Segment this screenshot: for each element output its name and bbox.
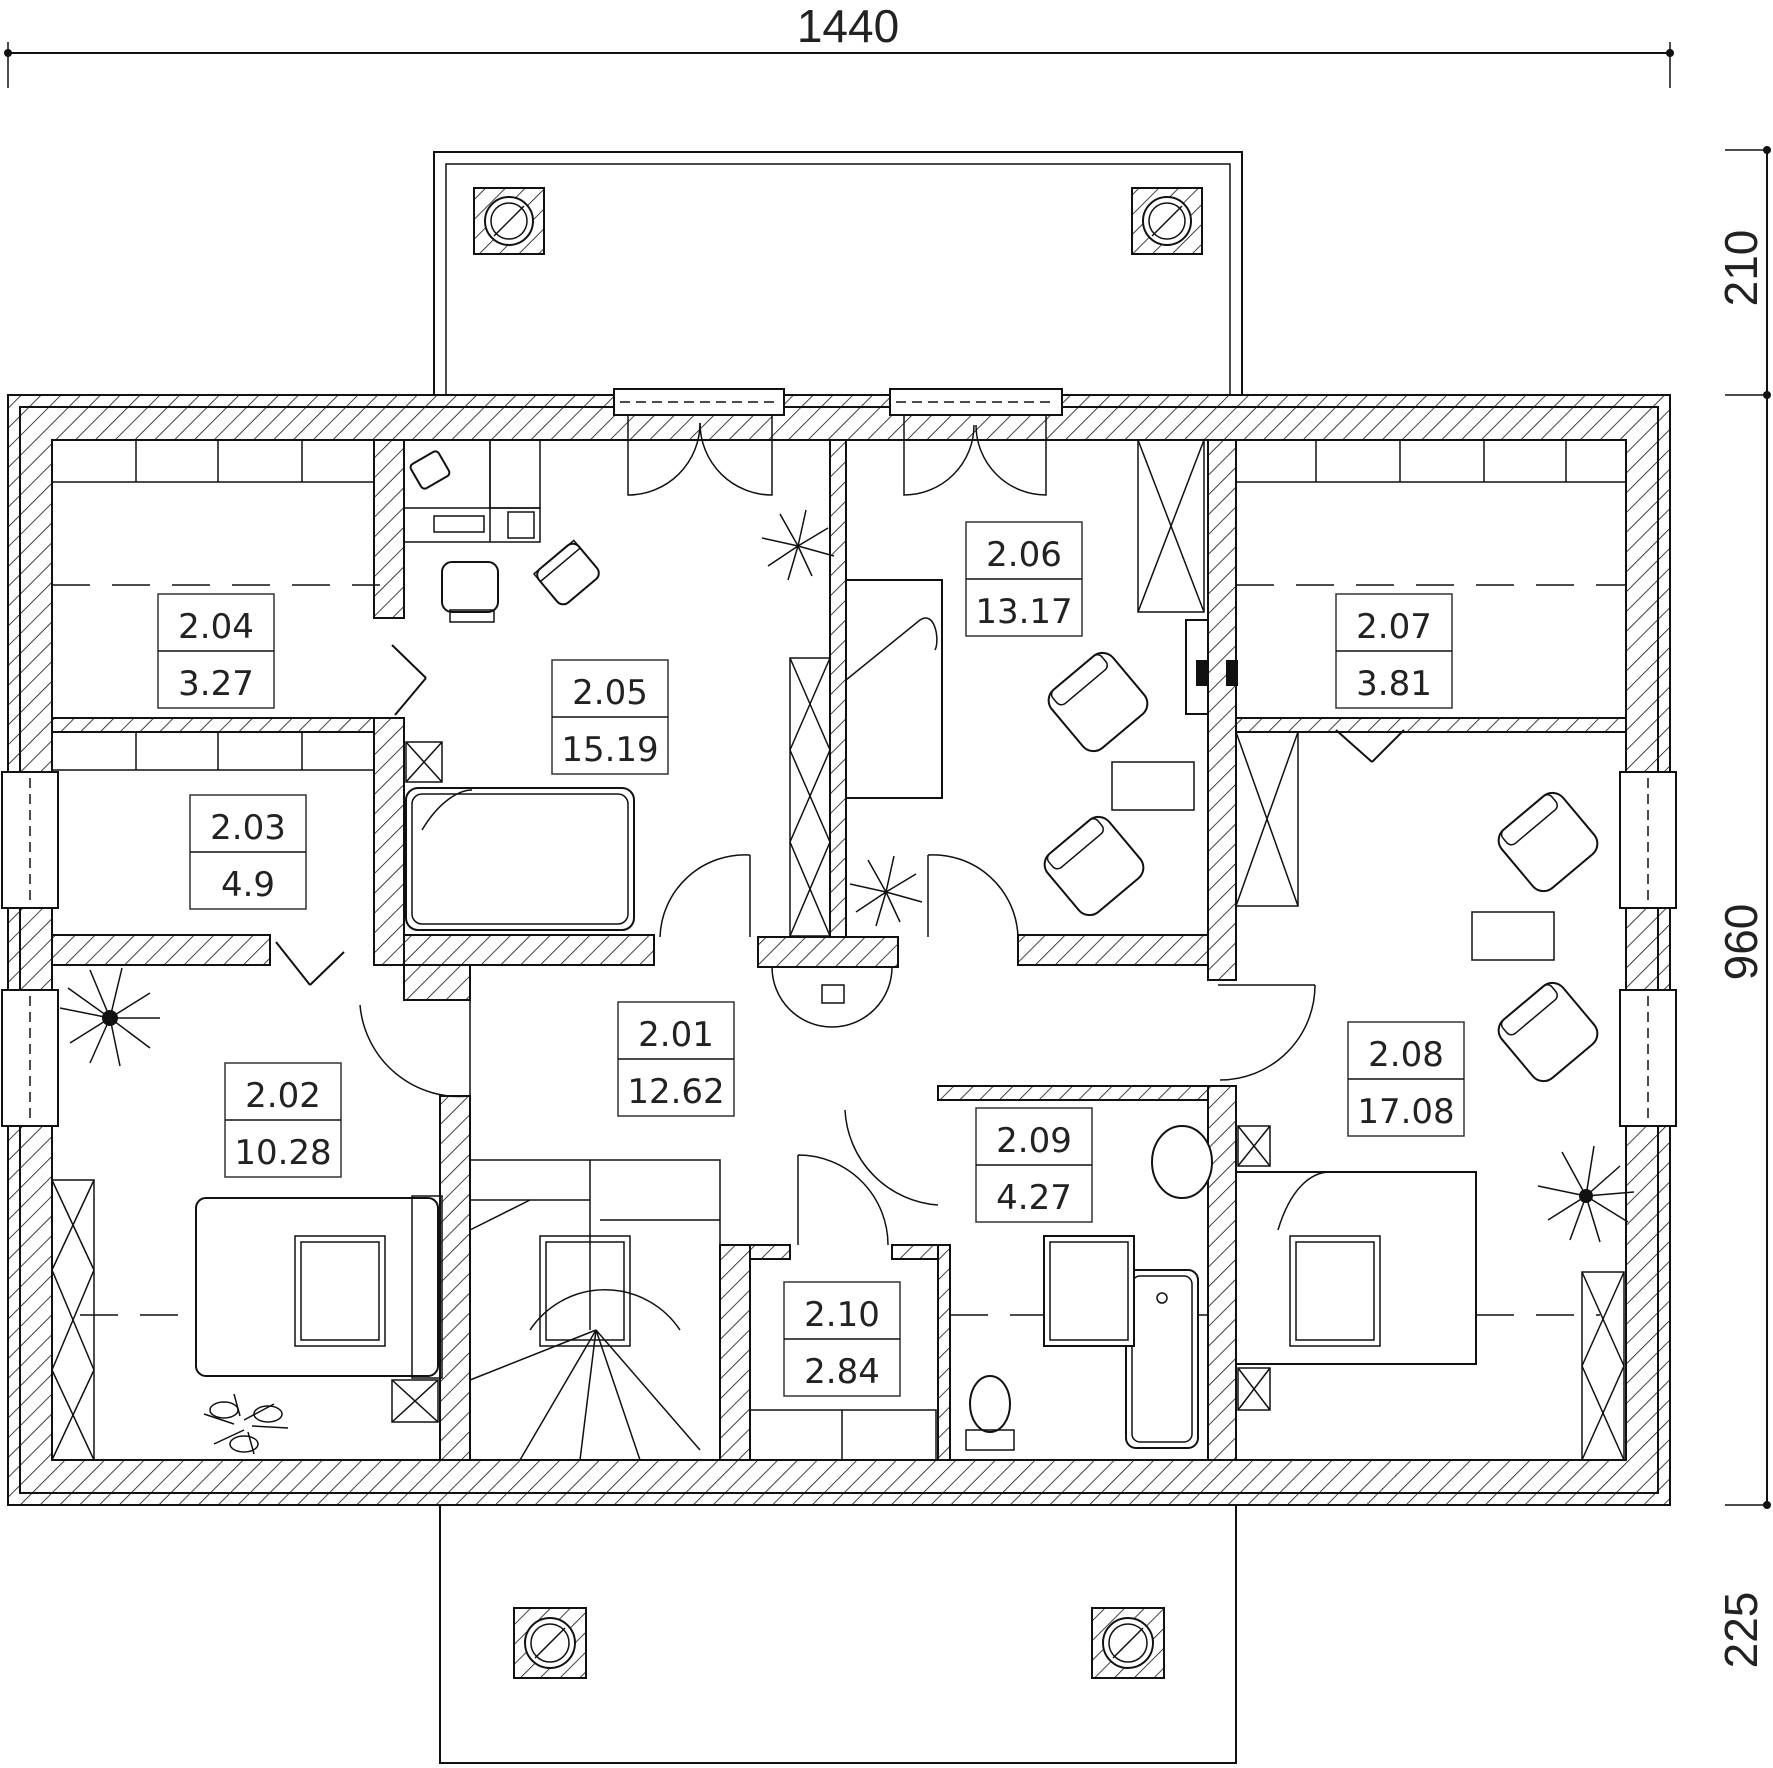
wardrobes — [51, 439, 1625, 1461]
right-top-label: 210 — [1715, 230, 1767, 307]
room-label-2.06: 2.06 13.17 — [965, 521, 1083, 637]
room-number: 2.01 — [638, 1015, 714, 1055]
room-area: 2.84 — [804, 1352, 880, 1392]
interior-walls — [51, 439, 1627, 1461]
room-label-2.01: 2.01 12.62 — [617, 1001, 735, 1117]
room-area: 13.17 — [975, 592, 1072, 632]
doors — [275, 415, 1405, 1246]
bathtub-icon — [1125, 1269, 1199, 1449]
room-label-2.03: 2.03 4.9 — [189, 794, 307, 910]
plants — [59, 509, 1635, 1455]
armchair-icon — [1043, 815, 1145, 917]
room-number: 2.06 — [986, 535, 1062, 575]
room-label-2.09: 2.09 4.27 — [975, 1107, 1093, 1223]
bed-icon-2.06 — [845, 579, 943, 799]
room-area: 3.27 — [178, 664, 254, 704]
plant-icon — [761, 509, 835, 581]
room-area: 12.62 — [627, 1072, 724, 1112]
right-dimension: 210 960 225 — [1715, 146, 1771, 1668]
office-chair-icon — [441, 561, 499, 623]
plant-icon — [59, 967, 160, 1067]
stair-icon — [469, 1159, 721, 1461]
chimney-vent-icon — [1091, 1607, 1165, 1679]
coffee-table — [1111, 761, 1195, 811]
round-table-icon — [771, 966, 893, 1028]
plant-icon — [1537, 1145, 1635, 1243]
room-area: 17.08 — [1357, 1092, 1454, 1132]
armchair-icon — [1497, 791, 1599, 893]
desk-icon — [403, 439, 541, 543]
coffee-table — [1471, 911, 1555, 961]
room-area: 4.27 — [996, 1178, 1072, 1218]
room-number: 2.03 — [210, 808, 286, 848]
room-label-2.07: 2.07 3.81 — [1335, 593, 1453, 709]
right-bottom-label: 225 — [1715, 1592, 1767, 1669]
room-area: 3.81 — [1356, 664, 1432, 704]
room-number: 2.08 — [1368, 1035, 1444, 1075]
armchair-icon — [532, 539, 600, 606]
room-number: 2.05 — [572, 673, 648, 713]
shower-icon — [1043, 1235, 1135, 1347]
room-label-2.02: 2.02 10.28 — [224, 1062, 342, 1178]
balcony-top — [433, 151, 1243, 397]
double-bed-icon — [1235, 1171, 1477, 1365]
chimney-vent-icon — [1131, 187, 1203, 255]
plant-icon — [849, 855, 923, 927]
plant-icon — [203, 1393, 289, 1455]
room-number: 2.10 — [804, 1295, 880, 1335]
armchair-icon — [1047, 651, 1149, 753]
top-dimension: 1440 — [4, 0, 1674, 88]
sofa-bed-icon — [405, 787, 635, 931]
room-area: 4.9 — [221, 865, 275, 905]
toilet-icon — [965, 1375, 1015, 1451]
radiator-icon — [1185, 619, 1238, 715]
room-label-2.08: 2.08 17.08 — [1347, 1021, 1465, 1137]
room-number: 2.07 — [1356, 607, 1432, 647]
small-chair-icon — [409, 450, 451, 490]
top-width-label: 1440 — [797, 0, 899, 52]
room-label-2.04: 2.04 3.27 — [157, 593, 275, 709]
furniture — [195, 439, 1599, 1461]
room-number: 2.02 — [245, 1076, 321, 1116]
room-number: 2.04 — [178, 607, 254, 647]
chimney-vent-icon — [473, 187, 545, 255]
room-area: 15.19 — [561, 730, 658, 770]
double-bed-icon — [195, 1195, 443, 1379]
room-number: 2.09 — [996, 1121, 1072, 1161]
room-label-2.10: 2.10 2.84 — [783, 1281, 901, 1397]
windows — [1, 388, 1677, 1127]
right-middle-label: 960 — [1715, 904, 1767, 981]
sink-icon — [1151, 1125, 1213, 1199]
room-area: 10.28 — [234, 1133, 331, 1173]
chimney-vent-icon — [513, 1607, 587, 1679]
armchair-icon — [1497, 981, 1599, 1083]
room-label-2.05: 2.05 15.19 — [551, 659, 669, 775]
balcony-bottom — [439, 1504, 1237, 1764]
